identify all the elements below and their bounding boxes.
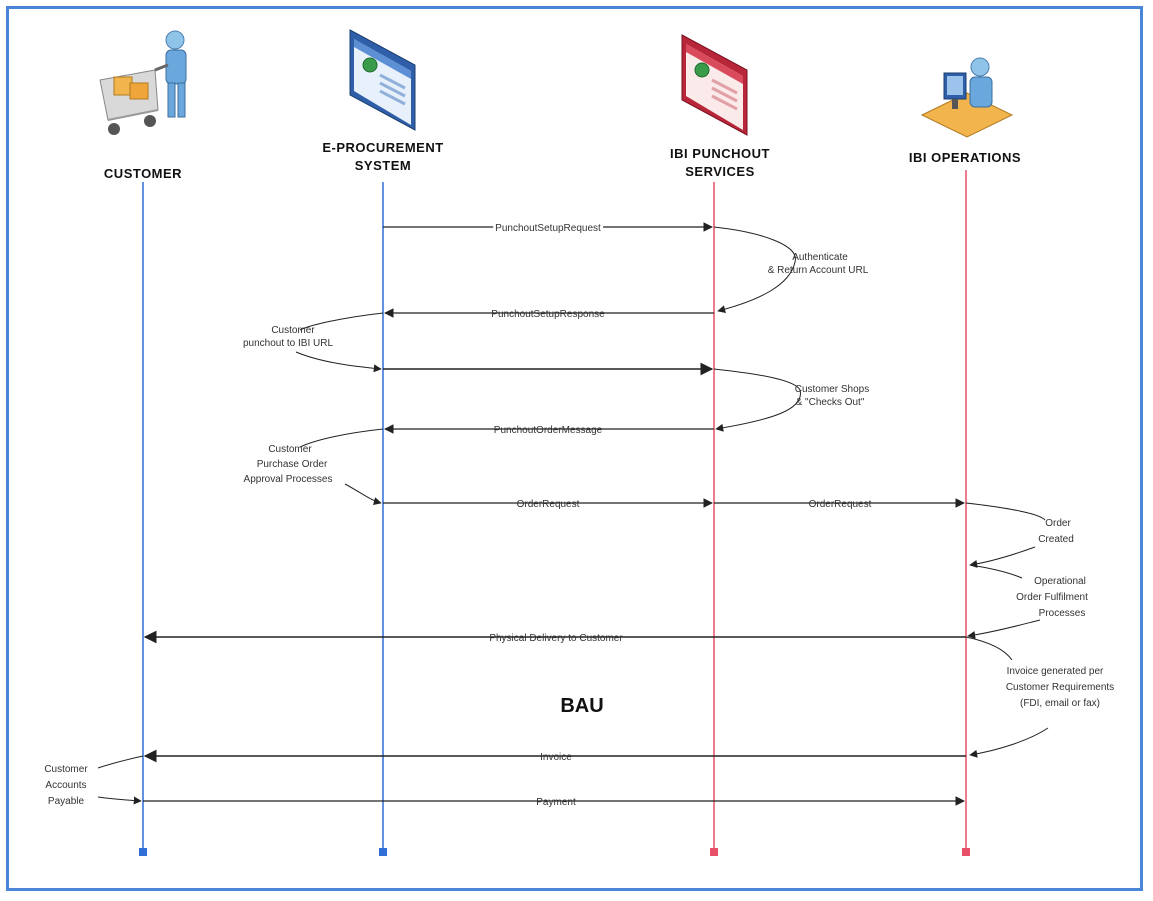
note-label: Invoice generated per	[1007, 666, 1104, 677]
web-browser-window-red-icon	[681, 34, 748, 136]
lifeline-end-customer	[139, 848, 147, 856]
label-knockouts	[487, 223, 874, 808]
message-label: PunchoutSetupResponse	[491, 309, 605, 320]
note-connector	[295, 351, 382, 373]
note-label: Purchase Order	[257, 459, 328, 470]
actor-label-customer: CUSTOMER	[104, 166, 182, 181]
web-browser-window-icon	[349, 29, 416, 131]
note-label: Approval Processes	[244, 474, 333, 485]
actor-label-operations: IBI OPERATIONS	[909, 150, 1021, 165]
note-label: Order	[1045, 518, 1071, 529]
note-label: (FDI, email or fax)	[1020, 698, 1100, 709]
note-label: Customer	[271, 325, 315, 336]
note-connector	[97, 796, 142, 805]
person-at-computer-icon	[920, 57, 1014, 138]
note-label: punchout to IBI URL	[243, 338, 333, 349]
note-label: Created	[1038, 534, 1074, 545]
note-connector	[299, 312, 384, 331]
note-label: Customer Shops	[795, 384, 869, 395]
note-connector	[965, 502, 1046, 521]
actor-label-punchout-line2: SERVICES	[685, 164, 755, 179]
lifeline-end-punchout	[710, 848, 718, 856]
note-connector	[969, 564, 1023, 579]
note-label: Processes	[1039, 608, 1086, 619]
actor-label-eproc-line2: SYSTEM	[355, 158, 411, 173]
diagram-frame	[6, 6, 1143, 891]
lifeline-end-eproc	[379, 848, 387, 856]
message-label: Payment	[536, 797, 576, 808]
label-knockout	[534, 797, 578, 808]
note-connector	[965, 636, 1013, 661]
label-knockout	[493, 223, 604, 234]
message-label: OrderRequest	[809, 499, 872, 510]
actor-label-punchout-line1: IBI PUNCHOUT	[670, 146, 770, 161]
note-label: Authenticate	[792, 252, 848, 263]
label-knockout	[514, 499, 582, 510]
note-label: & Return Account URL	[768, 265, 869, 276]
note-connector	[344, 483, 382, 505]
label-knockout	[487, 633, 626, 644]
label-knockout	[538, 752, 575, 763]
label-knockout	[491, 425, 605, 436]
note-label: Order Fulfilment	[1016, 592, 1088, 603]
label-knockout	[489, 309, 608, 320]
note-label: Accounts	[45, 780, 86, 791]
note-connector	[969, 546, 1036, 568]
actor-label-eproc-line1: E-PROCUREMENT	[322, 140, 443, 155]
message-label: PunchoutSetupRequest	[495, 223, 601, 234]
shopping-cart-person-icon	[99, 30, 187, 135]
message-label: Invoice	[540, 752, 572, 763]
note-label: Operational	[1034, 576, 1086, 587]
note-connector	[713, 226, 796, 314]
note-label: Payable	[48, 796, 85, 807]
note-connector	[299, 428, 384, 448]
section-label: BAU	[560, 695, 603, 717]
message-label: Physical Delivery to Customer	[489, 633, 623, 644]
note-connector	[967, 619, 1041, 639]
note-label: Customer	[44, 764, 88, 775]
note-label: Customer	[268, 444, 312, 455]
note-label: & "Checks Out"	[796, 397, 865, 408]
note-connector	[969, 727, 1049, 758]
message-label: OrderRequest	[517, 499, 580, 510]
note-label: Customer Requirements	[1006, 682, 1114, 693]
lifeline-end-operations	[962, 848, 970, 856]
note-connector	[713, 368, 801, 432]
note-connector	[97, 755, 144, 769]
message-label: PunchoutOrderMessage	[494, 425, 603, 436]
label-knockout	[806, 499, 874, 510]
